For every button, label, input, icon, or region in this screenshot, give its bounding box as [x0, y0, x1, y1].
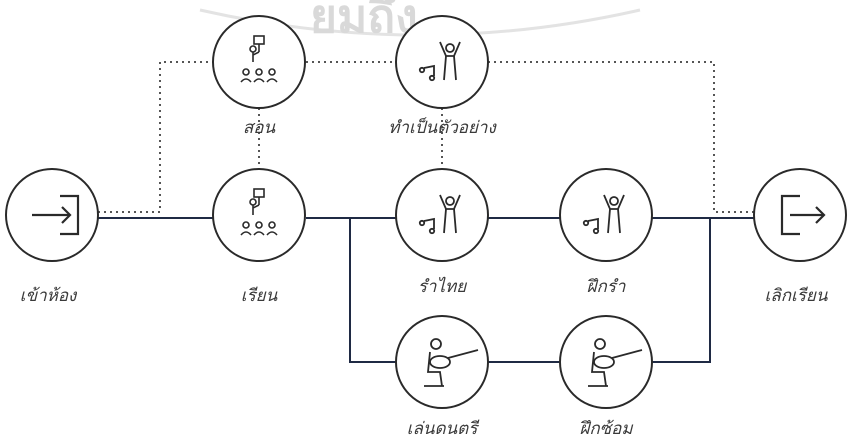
teacher-class-icon: [240, 35, 278, 83]
node-label-practice: ฝึกรำ: [587, 277, 626, 297]
teacher-class-icon: [240, 188, 278, 236]
node-label-thaidance: รำไทย: [418, 276, 467, 297]
exit-icon: [780, 194, 826, 236]
node-label-learn: เรียน: [241, 286, 278, 306]
dancer-icon: [418, 194, 461, 235]
node-label-enter: เข้าห้อง: [20, 286, 78, 306]
enter-icon: [32, 194, 80, 236]
guitar-player-icon: [588, 338, 643, 387]
node-label-exit: เลิกเรียน: [764, 286, 827, 306]
node-label-music: เล่นดนตรี: [407, 419, 481, 439]
node-label-teach: สอน: [243, 118, 276, 138]
node-label-rehearse: ฝึกซ้อม: [579, 419, 633, 439]
node-label-demo: ทำเป็นตัวอย่าง: [388, 117, 497, 138]
dancer-icon: [418, 41, 461, 82]
guitar-player-icon: [424, 338, 479, 387]
dotted-connectors: [98, 61, 760, 213]
watermark-text: ยมถึง: [310, 0, 418, 43]
solid-connectors: [98, 217, 760, 363]
node-circles: [5, 15, 847, 409]
dancer-icon: [582, 194, 625, 235]
